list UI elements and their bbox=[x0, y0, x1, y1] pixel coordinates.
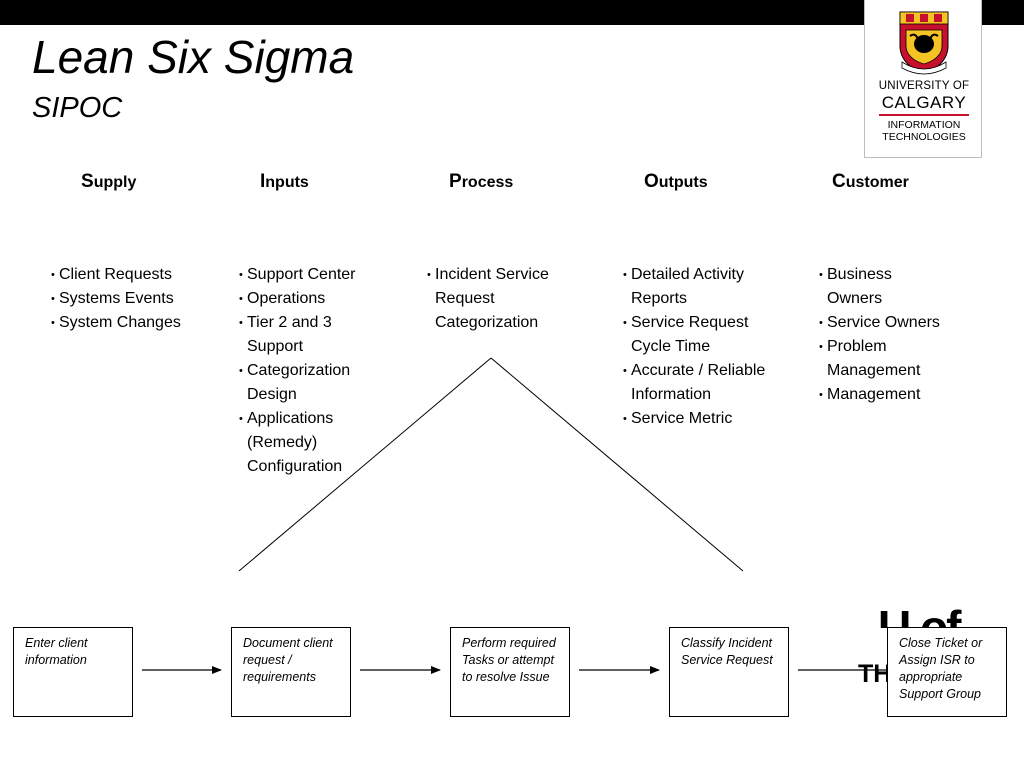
process-step-box: Enter client information bbox=[13, 627, 133, 717]
university-logo: UNIVERSITY OF CALGARY INFORMATION TECHNO… bbox=[864, 0, 982, 158]
logo-line-technologies: TECHNOLOGIES bbox=[882, 131, 966, 143]
process-list: Incident Service Request Categorization bbox=[427, 263, 557, 335]
outputs-list: Detailed Activity Reports Service Reques… bbox=[623, 263, 773, 431]
header-supply: Supply bbox=[81, 171, 137, 192]
zoom-line-left bbox=[238, 357, 492, 572]
list-item: System Changes bbox=[51, 311, 201, 335]
header-inputs: Inputs bbox=[260, 171, 309, 192]
process-step-box: Perform required Tasks or attempt to res… bbox=[450, 627, 570, 717]
header-customer: Customer bbox=[832, 171, 909, 192]
list-item: Business Owners bbox=[819, 263, 907, 311]
list-item: Incident Service Request Categorization bbox=[427, 263, 557, 335]
slide-title: Lean Six Sigma bbox=[32, 31, 355, 83]
watermark-logo-top: U of C bbox=[878, 601, 961, 628]
list-item: Tier 2 and 3 Support bbox=[239, 311, 342, 359]
customer-list: Business Owners Service Owners Problem M… bbox=[819, 263, 949, 407]
list-item: Support Center bbox=[239, 263, 367, 287]
list-item: Client Requests bbox=[51, 263, 201, 287]
inputs-list: Support Center Operations Tier 2 and 3 S… bbox=[239, 263, 367, 479]
header-outputs: Outputs bbox=[644, 171, 708, 192]
list-item: Categorization Design bbox=[239, 359, 367, 407]
zoom-line-right bbox=[490, 357, 744, 572]
list-item: Systems Events bbox=[51, 287, 201, 311]
supply-list: Client Requests Systems Events System Ch… bbox=[51, 263, 201, 335]
watermark-logo-bottom: TH bbox=[858, 660, 892, 688]
slide-subtitle: SIPOC bbox=[32, 92, 123, 124]
list-item: Management bbox=[819, 383, 949, 407]
list-item: Problem Management bbox=[819, 335, 927, 383]
list-item: Applications (Remedy) Configuration bbox=[239, 407, 342, 479]
process-step-box: Document client request / requirements bbox=[231, 627, 351, 717]
process-step-box: Classify Incident Service Request bbox=[669, 627, 789, 717]
logo-line-information: INFORMATION bbox=[887, 119, 961, 131]
list-item: Operations bbox=[239, 287, 367, 311]
logo-divider bbox=[879, 114, 969, 116]
list-item: Service Owners bbox=[819, 311, 949, 335]
list-item: Detailed Activity Reports bbox=[623, 263, 756, 311]
crest-icon bbox=[899, 11, 949, 75]
list-item: Accurate / Reliable Information bbox=[623, 359, 773, 407]
process-step-box: Close Ticket or Assign ISR to appropriat… bbox=[887, 627, 1007, 717]
header-process: Process bbox=[449, 171, 514, 192]
list-item: Service Request Cycle Time bbox=[623, 311, 761, 359]
logo-line-calgary: CALGARY bbox=[881, 93, 967, 112]
logo-line-university-of: UNIVERSITY OF bbox=[878, 80, 970, 92]
list-item: Service Metric bbox=[623, 407, 773, 431]
top-bar bbox=[0, 0, 1024, 25]
